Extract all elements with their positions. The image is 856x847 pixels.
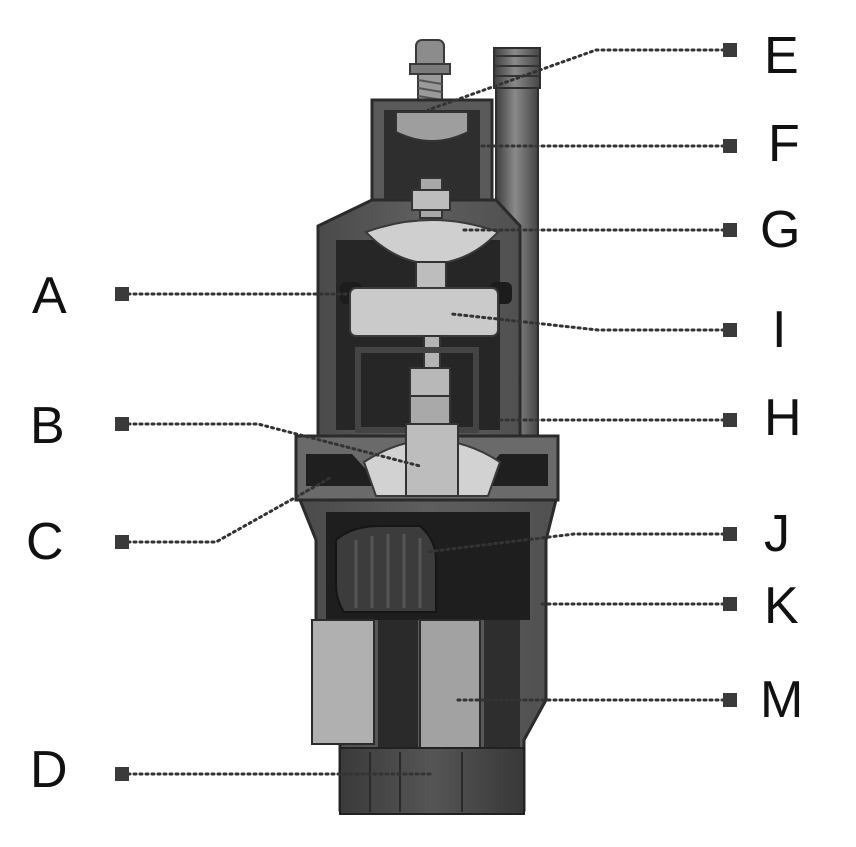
marker-j <box>723 527 737 541</box>
label-a: A <box>32 267 67 325</box>
label-i: I <box>772 301 787 359</box>
label-g: G <box>760 201 801 259</box>
label-j: J <box>764 505 790 563</box>
leader-line-b <box>120 422 422 468</box>
label-d: D <box>30 741 68 799</box>
leader-line-j <box>424 532 732 554</box>
label-c: C <box>26 513 64 571</box>
marker-i <box>723 323 737 337</box>
label-b: B <box>30 397 65 455</box>
leader-lines <box>120 48 732 776</box>
label-m: M <box>760 671 804 729</box>
label-k: K <box>764 577 799 635</box>
marker-c <box>115 535 129 549</box>
marker-h <box>723 413 737 427</box>
marker-m <box>723 693 737 707</box>
label-e: E <box>764 27 799 85</box>
marker-f <box>723 139 737 153</box>
marker-e <box>723 43 737 57</box>
leader-line-e <box>426 48 732 112</box>
marker-k <box>723 597 737 611</box>
leader-line-c <box>120 476 332 544</box>
marker-g <box>723 223 737 237</box>
label-f: F <box>768 115 800 173</box>
marker-a <box>115 287 129 301</box>
valve-nipple <box>409 39 451 105</box>
label-markers <box>115 43 737 781</box>
leader-line-i <box>450 312 732 332</box>
marker-b <box>115 417 129 431</box>
marker-d <box>115 767 129 781</box>
label-h: H <box>764 389 802 447</box>
